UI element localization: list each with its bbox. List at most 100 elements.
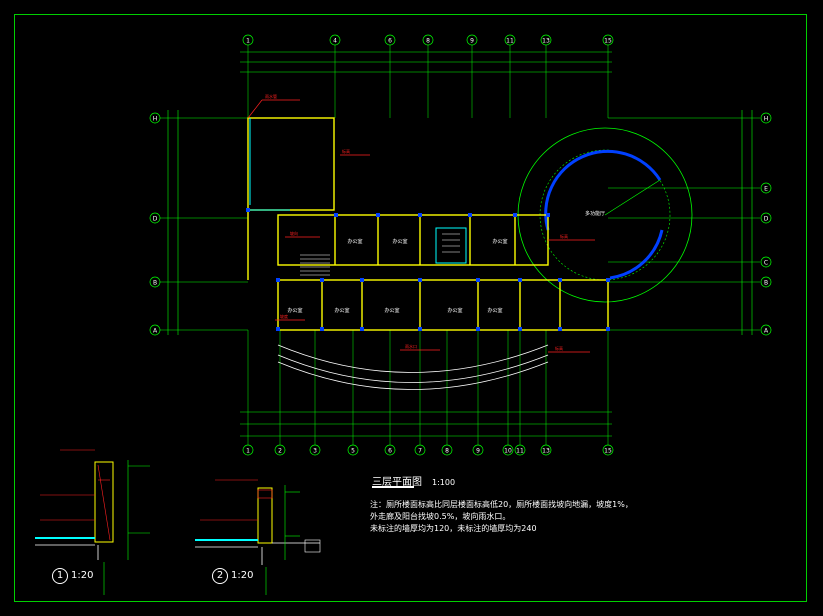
column xyxy=(360,278,364,282)
column xyxy=(376,213,380,217)
svg-text:H: H xyxy=(764,116,769,123)
grid-bubble-bottom-5: 5 xyxy=(347,444,359,456)
grid-bubble-top-6: 6 xyxy=(384,34,396,46)
svg-text:8: 8 xyxy=(426,38,430,45)
grid-bubble-bottom-10: 10 xyxy=(502,444,514,456)
curved-balcony xyxy=(277,344,549,390)
note-line-3: 未标注的墙厚均为120，未标注的墙厚均为240 xyxy=(370,524,537,533)
right-dimension-lines xyxy=(741,110,753,335)
detail-section-1 xyxy=(35,449,150,595)
room-label: 多功能厅 xyxy=(585,210,605,217)
grid-bubble-right-E: E xyxy=(760,182,772,194)
grid-bubble-bottom-13: 13 xyxy=(540,444,552,456)
grid-bubble-top-9: 9 xyxy=(466,34,478,46)
svg-text:15: 15 xyxy=(604,38,612,45)
column xyxy=(546,213,550,217)
room-label: 办公室 xyxy=(334,307,349,314)
svg-text:11: 11 xyxy=(506,38,514,45)
svg-text:雨水管: 雨水管 xyxy=(265,93,277,99)
column xyxy=(246,208,250,212)
svg-text:雨水口: 雨水口 xyxy=(405,343,417,349)
grid-bubble-top-11: 11 xyxy=(504,34,516,46)
grid-bubble-bottom-6: 6 xyxy=(384,444,396,456)
svg-text:5: 5 xyxy=(351,448,355,455)
svg-text:8: 8 xyxy=(445,448,449,455)
svg-text:7: 7 xyxy=(418,448,422,455)
column xyxy=(468,213,472,217)
svg-text:标高: 标高 xyxy=(560,233,568,239)
building-walls xyxy=(247,117,609,331)
svg-text:15: 15 xyxy=(604,448,612,455)
grid-bubble-bottom-9: 9 xyxy=(472,444,484,456)
svg-text:标高: 标高 xyxy=(555,345,563,351)
room-label: 办公室 xyxy=(287,307,302,314)
svg-text:A: A xyxy=(764,328,769,335)
room-label: 办公室 xyxy=(384,307,399,314)
drawing-border xyxy=(14,14,807,602)
svg-text:9: 9 xyxy=(476,448,480,455)
svg-text:坡向: 坡向 xyxy=(290,230,298,236)
grid-bubble-left-B: B xyxy=(149,276,161,288)
annotation-leaders xyxy=(247,99,595,353)
svg-text:坡度: 坡度 xyxy=(280,313,288,319)
grid-bubble-left-D: D xyxy=(149,212,161,224)
grid-bubble-top-1: 1 xyxy=(242,34,254,46)
partition-walls xyxy=(248,118,467,264)
grid-bubble-bottom-8: 8 xyxy=(441,444,453,456)
detail-section-2 xyxy=(195,479,321,595)
plan-scale: 1:100 xyxy=(432,478,456,487)
room-label: 办公室 xyxy=(487,307,502,314)
grid-bubble-left-H: H xyxy=(149,112,161,124)
room-label: 办公室 xyxy=(392,238,407,245)
grid-bubble-right-H: H xyxy=(760,112,772,124)
column xyxy=(418,213,422,217)
grid-bubble-right-C: C xyxy=(760,256,772,268)
svg-text:13: 13 xyxy=(542,38,550,45)
column xyxy=(558,327,562,331)
note-line-2: 外走廊及阳台找坡0.5%，坡向雨水口。 xyxy=(370,512,511,521)
structural-columns xyxy=(246,208,610,331)
column xyxy=(513,213,517,217)
grid-bubble-bottom-7: 7 xyxy=(414,444,426,456)
svg-text:1: 1 xyxy=(246,38,250,45)
note-line-1: 注：厕所楼面标高比同层楼面标高低20，厕所楼面找坡向地漏，坡度1%， xyxy=(370,500,633,509)
column xyxy=(606,278,610,282)
room-label: 办公室 xyxy=(492,238,507,245)
column xyxy=(518,278,522,282)
svg-text:1: 1 xyxy=(246,448,250,455)
grid-bubble-right-B: B xyxy=(760,276,772,288)
column xyxy=(360,327,364,331)
room-label: 办公室 xyxy=(447,307,462,314)
room-label: 办公室 xyxy=(347,238,362,245)
bottom-dimension-lines xyxy=(240,411,612,437)
column xyxy=(276,278,280,282)
grid-bubble-top-15: 15 xyxy=(602,34,614,46)
svg-text:C: C xyxy=(764,260,768,267)
column xyxy=(320,327,324,331)
grid-bubble-bottom-11: 11 xyxy=(514,444,526,456)
left-dimension-lines xyxy=(167,110,179,335)
vertical-grid-lines xyxy=(247,45,609,445)
grid-bubble-left-A: A xyxy=(149,324,161,336)
grid-bubble-bottom-15: 15 xyxy=(602,444,614,456)
column xyxy=(476,327,480,331)
detail-2-scale: 1:20 xyxy=(231,570,254,581)
svg-text:4: 4 xyxy=(333,38,337,45)
svg-text:3: 3 xyxy=(313,448,317,455)
column xyxy=(558,278,562,282)
svg-text:6: 6 xyxy=(388,448,392,455)
grid-bubble-top-8: 8 xyxy=(422,34,434,46)
grid-bubble-top-13: 13 xyxy=(540,34,552,46)
svg-text:2: 2 xyxy=(278,448,282,455)
svg-text:标高: 标高 xyxy=(342,148,350,154)
svg-text:D: D xyxy=(153,216,158,223)
circular-hall xyxy=(517,127,693,303)
detail-1-number: 1 xyxy=(52,568,68,584)
column xyxy=(476,278,480,282)
svg-text:E: E xyxy=(764,186,768,193)
